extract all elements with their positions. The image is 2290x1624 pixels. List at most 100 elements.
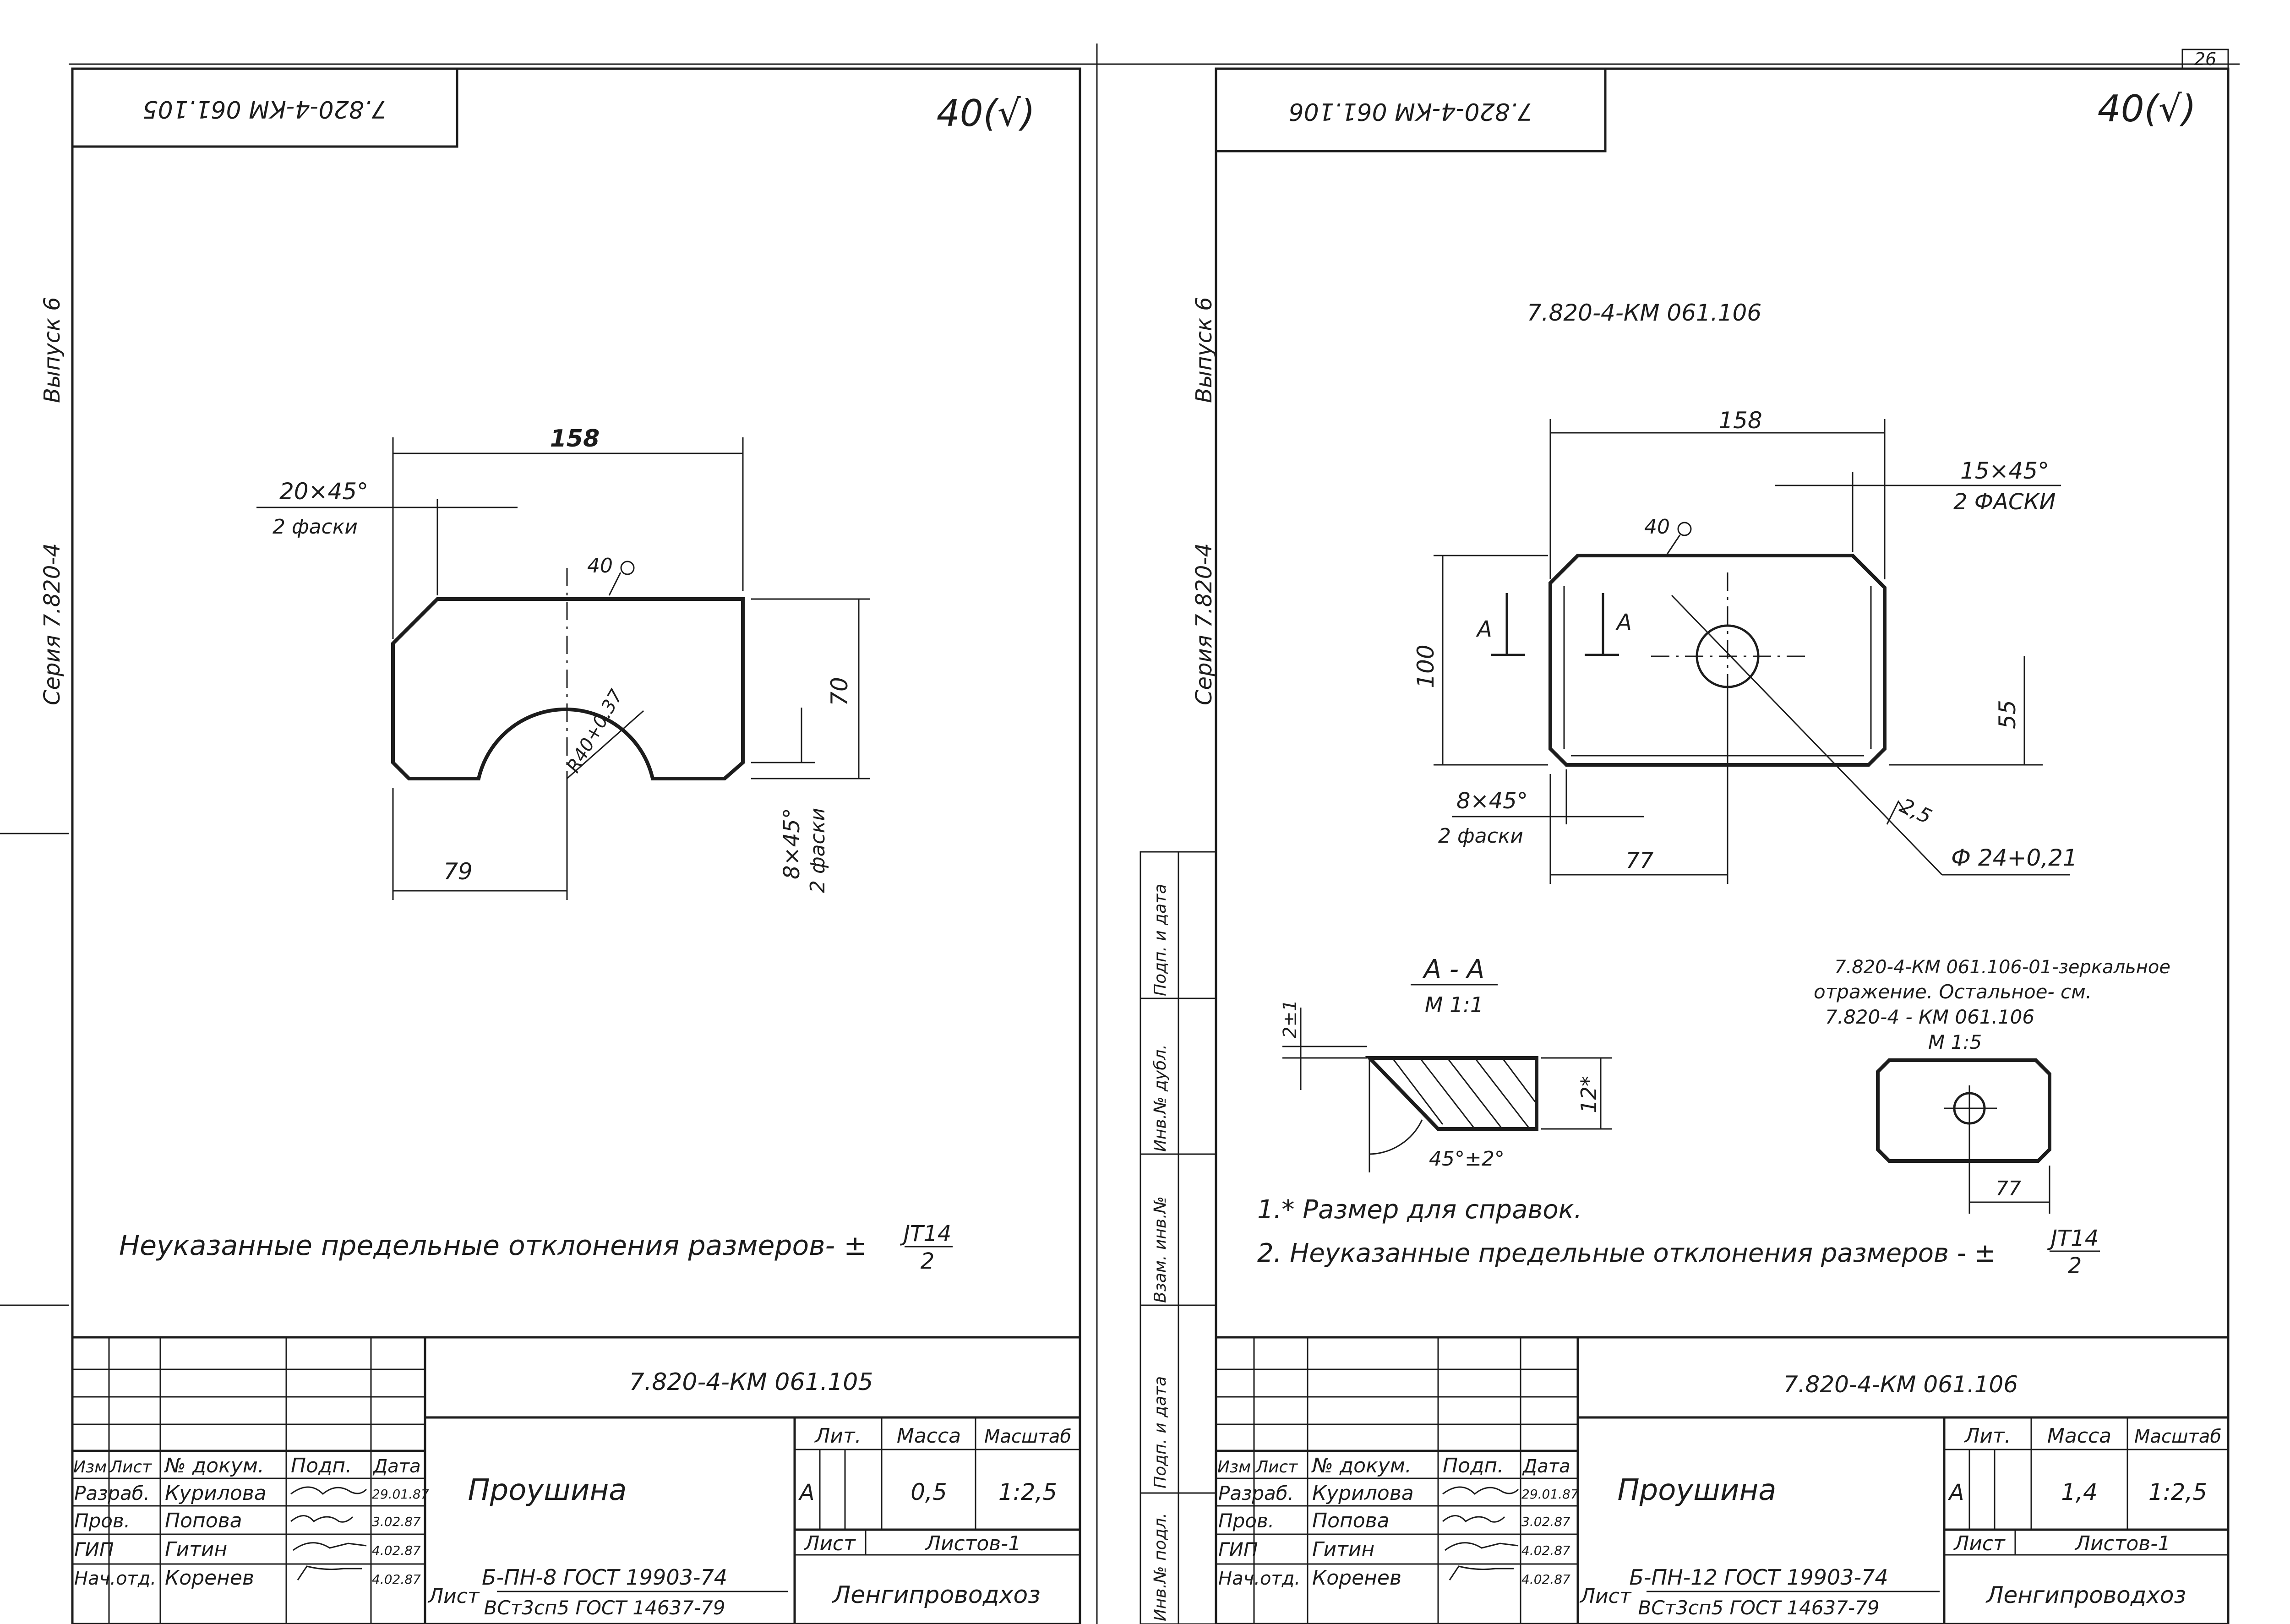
left-tb-mass: 0,5 [911, 1479, 947, 1505]
right-tb-sheets: Листов-1 [2074, 1532, 2170, 1555]
left-h-sign: Подп. [291, 1454, 352, 1477]
right-sig-role: Пров. [1218, 1510, 1274, 1532]
right-h-date: Дата [1522, 1456, 1570, 1477]
left-dim-width: 158 [550, 425, 600, 452]
mirror-note-1: 7.820-4-КМ 061.106-01-зеркальное [1834, 957, 2170, 978]
left-sig-date: 29.01.87 [372, 1487, 429, 1502]
right-surface-mark: 40(√) [2098, 87, 2196, 130]
right-tb-scale: 1:2,5 [2148, 1479, 2207, 1505]
left-sig-name: Коренев [165, 1566, 254, 1590]
right-tb-code: 7.820-4-КМ 061.106 [1783, 1371, 2018, 1398]
signature-scribble [290, 1486, 367, 1495]
right-sig-name: Попова [1312, 1509, 1390, 1532]
right-tol-num: JT14 [2047, 1226, 2099, 1251]
section-gap: 2±1 [1280, 1000, 1301, 1038]
right-dim-hole-offset: 55 [1994, 700, 2021, 729]
left-part-drawing [391, 568, 745, 898]
right-roughness-hole: 2,5 [1896, 794, 1935, 829]
right-note-2: 2. Неуказанные предельные отклонения раз… [1257, 1238, 1996, 1268]
signature-scribble [1442, 1486, 1519, 1495]
right-sig-date: 3.02.87 [1521, 1514, 1570, 1529]
right-tb-lit: А [1948, 1480, 1964, 1505]
right-section-marker: А [1476, 616, 1492, 642]
left-tb-code: 7.820-4-КМ 061.105 [629, 1368, 873, 1396]
side-issue-left: Выпуск 6 [39, 297, 65, 403]
signature-scribble [290, 1515, 354, 1523]
left-tol-num: JT14 [900, 1221, 952, 1247]
left-corner-stamp [71, 67, 458, 148]
signature-scribble [297, 1565, 362, 1580]
right-tol-den: 2 [2068, 1253, 2082, 1279]
left-sig-role: ГИП [74, 1538, 114, 1561]
strip-inv-dub: Инв.№ дубл. [1151, 1044, 1170, 1152]
right-sig-name: Коренев [1312, 1566, 1401, 1590]
left-tb-org: Ленгипроводхоз [832, 1581, 1041, 1609]
right-dim-offset: 77 [1625, 848, 1654, 873]
left-chamfer-bottom-note: 2 фаски [806, 808, 829, 893]
left-h-izm: Изм [73, 1458, 107, 1477]
left-tb-material-top: Б-ПН-8 ГОСТ 19903-74 [482, 1565, 727, 1590]
left-tb-mass-header: Масса [897, 1424, 961, 1448]
left-sig-role: Нач.отд. [74, 1568, 156, 1589]
right-tb-lit-header: Лит. [1963, 1424, 2011, 1448]
left-tolerance-note: Неуказанные предельные отклонения размер… [119, 1230, 867, 1262]
right-h-sign: Подп. [1443, 1454, 1504, 1477]
left-h-list: Лист [109, 1458, 152, 1477]
right-section-marker: А [1615, 610, 1632, 635]
right-signature-rows: Разраб. Курилова 29.01.87 Пров. Попова 3… [1218, 1482, 1579, 1590]
right-sig-name: Гитин [1312, 1538, 1374, 1561]
section-angle: 45°±2° [1429, 1147, 1505, 1171]
signature-scribble [293, 1542, 367, 1551]
right-dim-height: 100 [1412, 644, 1439, 688]
right-note-1: 1.* Размер для справок. [1257, 1195, 1582, 1225]
left-tb-sheet: Лист [803, 1532, 856, 1555]
right-drawing-code: 7.820-4-КМ 061.106 [1527, 300, 1761, 326]
left-sig-role: Разраб. [74, 1482, 150, 1504]
radius-leader [567, 710, 644, 779]
signature-scribble [1442, 1515, 1505, 1523]
strip-inv-orig: Инв.№ подл. [1151, 1513, 1170, 1621]
signature-scribble [1449, 1565, 1514, 1580]
right-tb-mass: 1,4 [2061, 1479, 2098, 1505]
left-sig-date: 4.02.87 [372, 1543, 421, 1558]
left-dim-height: 70 [826, 677, 853, 706]
right-tb-material-bottom: ВСт3сп5 ГОСТ 14637-79 [1638, 1597, 1880, 1619]
right-tb-material-top: Б-ПН-12 ГОСТ 19903-74 [1629, 1565, 1888, 1590]
right-h-list: Лист [1255, 1458, 1298, 1477]
left-sig-name: Курилова [165, 1482, 267, 1505]
section-view [1282, 1008, 1612, 1172]
section-thickness: 12* [1576, 1076, 1601, 1113]
left-dim-offset: 79 [443, 858, 473, 885]
page-number-box [2181, 49, 2229, 70]
strip-sign-date: Подп. и дата [1151, 884, 1170, 996]
left-sig-date: 4.02.87 [372, 1572, 421, 1587]
left-tb-name: Проушина [468, 1473, 627, 1507]
section-title: А - А [1423, 954, 1484, 984]
left-chamfer-bottom: 8×45° [779, 808, 805, 879]
right-frame [1215, 67, 2230, 1624]
left-stamp-code: 7.820-4-КМ 061.105 [143, 95, 387, 123]
right-sig-date: 4.02.87 [1521, 1543, 1570, 1558]
mirror-view [1876, 1058, 2051, 1214]
right-sig-role: Нач.отд. [1218, 1568, 1300, 1589]
right-chamfer-top: 15×45° [1960, 458, 2049, 484]
mirror-note-3: 7.820-4 - КМ 061.106 [1825, 1006, 2034, 1028]
right-tb-scale-header: Масштаб [2134, 1426, 2221, 1447]
mirror-note-2: отражение. Остальное- см. [1814, 981, 2092, 1003]
right-part-drawing [1548, 554, 2070, 876]
left-tb-sheets: Листов-1 [925, 1532, 1021, 1555]
right-title-block [1215, 1336, 2230, 1624]
right-tb-mass-header: Масса [2047, 1424, 2111, 1448]
mirror-dim: 77 [1996, 1177, 2021, 1200]
left-surface-mark: 40(√) [937, 92, 1035, 135]
page-number: 26 [2194, 49, 2216, 69]
left-h-date: Дата [372, 1456, 421, 1477]
side-issue-right: Выпуск 6 [1191, 297, 1217, 403]
signature-scribble [1445, 1542, 1519, 1551]
section-scale: М 1:1 [1425, 992, 1483, 1017]
strip-inv-replace: Взам. инв.№ [1151, 1196, 1170, 1303]
left-frame [71, 67, 1081, 1624]
right-chamfer-top-note: 2 ФАСКИ [1953, 489, 2056, 515]
